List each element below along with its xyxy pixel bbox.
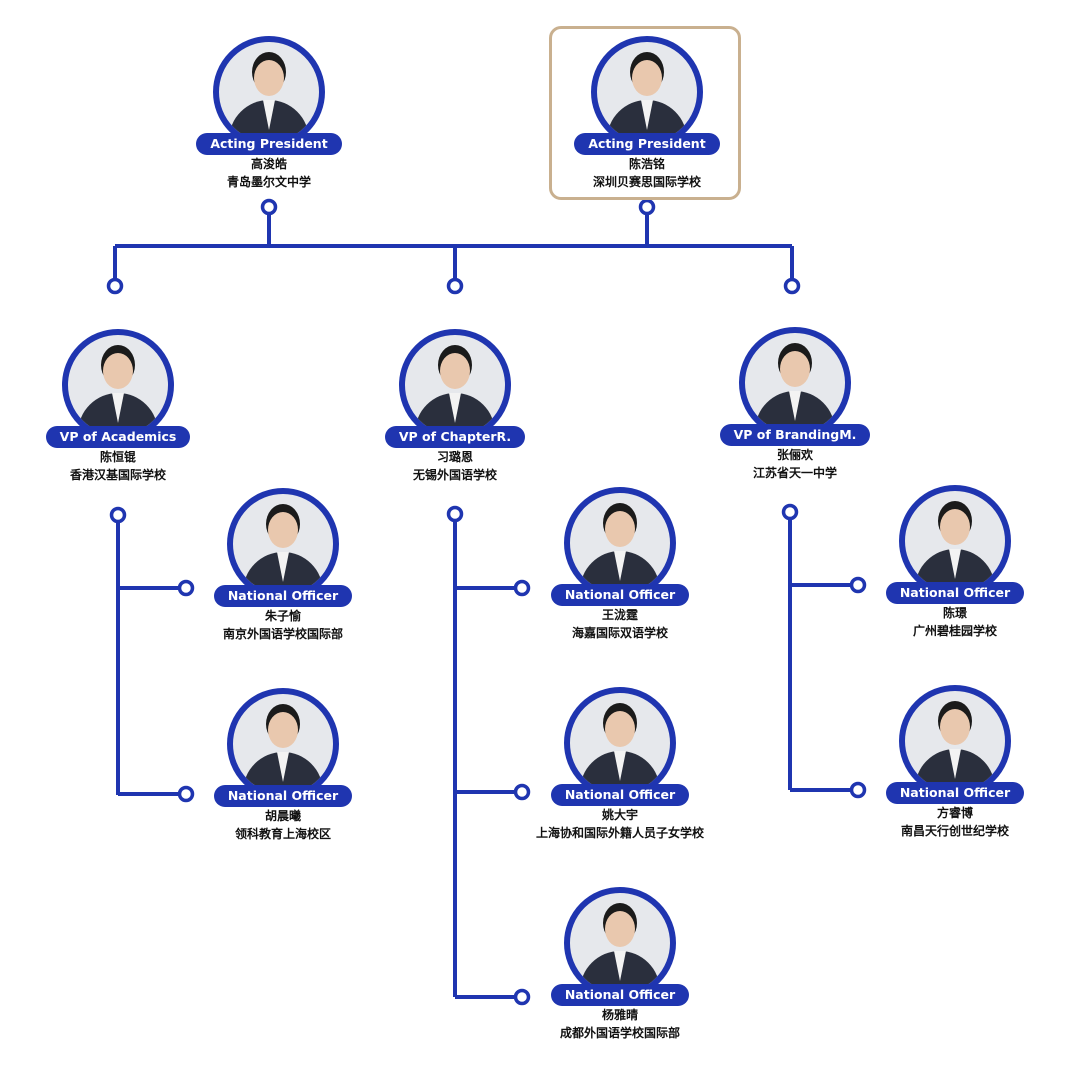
- portrait-head: [440, 353, 470, 389]
- connector-node-dot: [106, 277, 124, 295]
- member-name: 习璐恩: [436, 450, 473, 464]
- member-card: National Officer 姚大宇上海协和国际外籍人员子女学校: [490, 687, 750, 842]
- member-name: 朱子愉: [264, 609, 301, 623]
- member-card: National Officer 方睿博南昌天行创世纪学校: [825, 685, 1080, 840]
- member-card: VP of BrandingM. 张俪欢江苏省天一中学: [665, 327, 925, 482]
- connector-node-dot: [513, 783, 531, 801]
- member-school: 广州碧桂园学校: [912, 624, 997, 638]
- portrait-head: [268, 712, 298, 748]
- member-school: 南昌天行创世纪学校: [900, 824, 1009, 838]
- member-photo: [899, 485, 1011, 597]
- member-school: 成都外国语学校国际部: [559, 1026, 680, 1040]
- role-badge: VP of Academics: [45, 426, 191, 448]
- member-school: 江苏省天一中学: [752, 466, 837, 480]
- member-photo: [564, 687, 676, 799]
- member-school: 香港汉基国际学校: [69, 468, 166, 482]
- member-photo: [213, 36, 325, 148]
- member-card: National Officer 朱子愉南京外国语学校国际部: [153, 488, 413, 643]
- role-badge: National Officer: [885, 782, 1025, 804]
- connector-node-dot: [446, 505, 464, 523]
- connector-node-dot: [849, 781, 867, 799]
- portrait-head: [940, 709, 970, 745]
- portrait-head: [254, 60, 284, 96]
- role-badge: National Officer: [885, 582, 1025, 604]
- member-photo: [564, 487, 676, 599]
- member-card: National Officer 王泷霆海嘉国际双语学校: [490, 487, 750, 642]
- connector-node-dot: [513, 579, 531, 597]
- portrait-head: [605, 911, 635, 947]
- portrait-head: [103, 353, 133, 389]
- connector-node-dot: [177, 785, 195, 803]
- member-name: 胡晨曦: [264, 809, 301, 823]
- connector-node-dot: [513, 988, 531, 1006]
- member-card: Acting President 高浚皓青岛墨尔文中学: [139, 36, 399, 191]
- member-school: 深圳贝赛思国际学校: [592, 175, 701, 189]
- member-name: 陈璟: [942, 606, 967, 620]
- member-name: 高浚皓: [250, 157, 287, 171]
- member-name: 陈浩铭: [628, 157, 665, 171]
- member-school: 领科教育上海校区: [234, 827, 331, 841]
- member-photo: [227, 488, 339, 600]
- member-photo: [564, 887, 676, 999]
- highlight-frame: [549, 26, 741, 200]
- role-badge: National Officer: [550, 984, 690, 1006]
- role-badge: Acting President: [196, 133, 342, 155]
- connector-node-dot: [849, 576, 867, 594]
- member-school: 南京外国语学校国际部: [222, 627, 343, 641]
- member-photo: [227, 688, 339, 800]
- connector-node-dot: [177, 579, 195, 597]
- member-name: 姚大宇: [601, 808, 638, 822]
- connector-node-dot: [109, 506, 127, 524]
- member-school: 无锡外国语学校: [412, 468, 497, 482]
- member-name: 张俪欢: [776, 448, 813, 462]
- connector-node-dot: [446, 277, 464, 295]
- role-badge: VP of BrandingM.: [719, 424, 871, 446]
- member-card: National Officer 陈璟广州碧桂园学校: [825, 485, 1080, 640]
- connector-node-dot: [783, 277, 801, 295]
- member-school: 上海协和国际外籍人员子女学校: [535, 826, 704, 840]
- connector-node-dot: [638, 198, 656, 216]
- role-badge: National Officer: [213, 585, 353, 607]
- role-badge: VP of ChapterR.: [384, 426, 526, 448]
- member-photo: [399, 329, 511, 441]
- member-school: 青岛墨尔文中学: [226, 175, 311, 189]
- member-card: Acting President 陈浩铭深圳贝赛思国际学校: [517, 36, 777, 191]
- member-card: National Officer 胡晨曦领科教育上海校区: [153, 688, 413, 843]
- member-card: National Officer 杨雅晴成都外国语学校国际部: [490, 887, 750, 1042]
- member-card: VP of Academics 陈恒锟香港汉基国际学校: [0, 329, 248, 484]
- role-badge: National Officer: [550, 784, 690, 806]
- member-school: 海嘉国际双语学校: [571, 626, 668, 640]
- role-badge: Acting President: [574, 133, 720, 155]
- member-name: 陈恒锟: [99, 450, 136, 464]
- member-photo: [591, 36, 703, 148]
- member-photo: [62, 329, 174, 441]
- member-photo: [899, 685, 1011, 797]
- portrait-head: [605, 711, 635, 747]
- member-name: 方睿博: [936, 806, 973, 820]
- connector-node-dot: [781, 503, 799, 521]
- member-card: VP of ChapterR. 习璐恩无锡外国语学校: [325, 329, 585, 484]
- member-photo: [739, 327, 851, 439]
- portrait-head: [780, 351, 810, 387]
- portrait-head: [268, 512, 298, 548]
- role-badge: National Officer: [213, 785, 353, 807]
- portrait-head: [940, 509, 970, 545]
- portrait-head: [605, 511, 635, 547]
- member-name: 王泷霆: [601, 608, 638, 622]
- connector-node-dot: [260, 198, 278, 216]
- role-badge: National Officer: [550, 584, 690, 606]
- member-name: 杨雅晴: [601, 1008, 638, 1022]
- portrait-head: [632, 60, 662, 96]
